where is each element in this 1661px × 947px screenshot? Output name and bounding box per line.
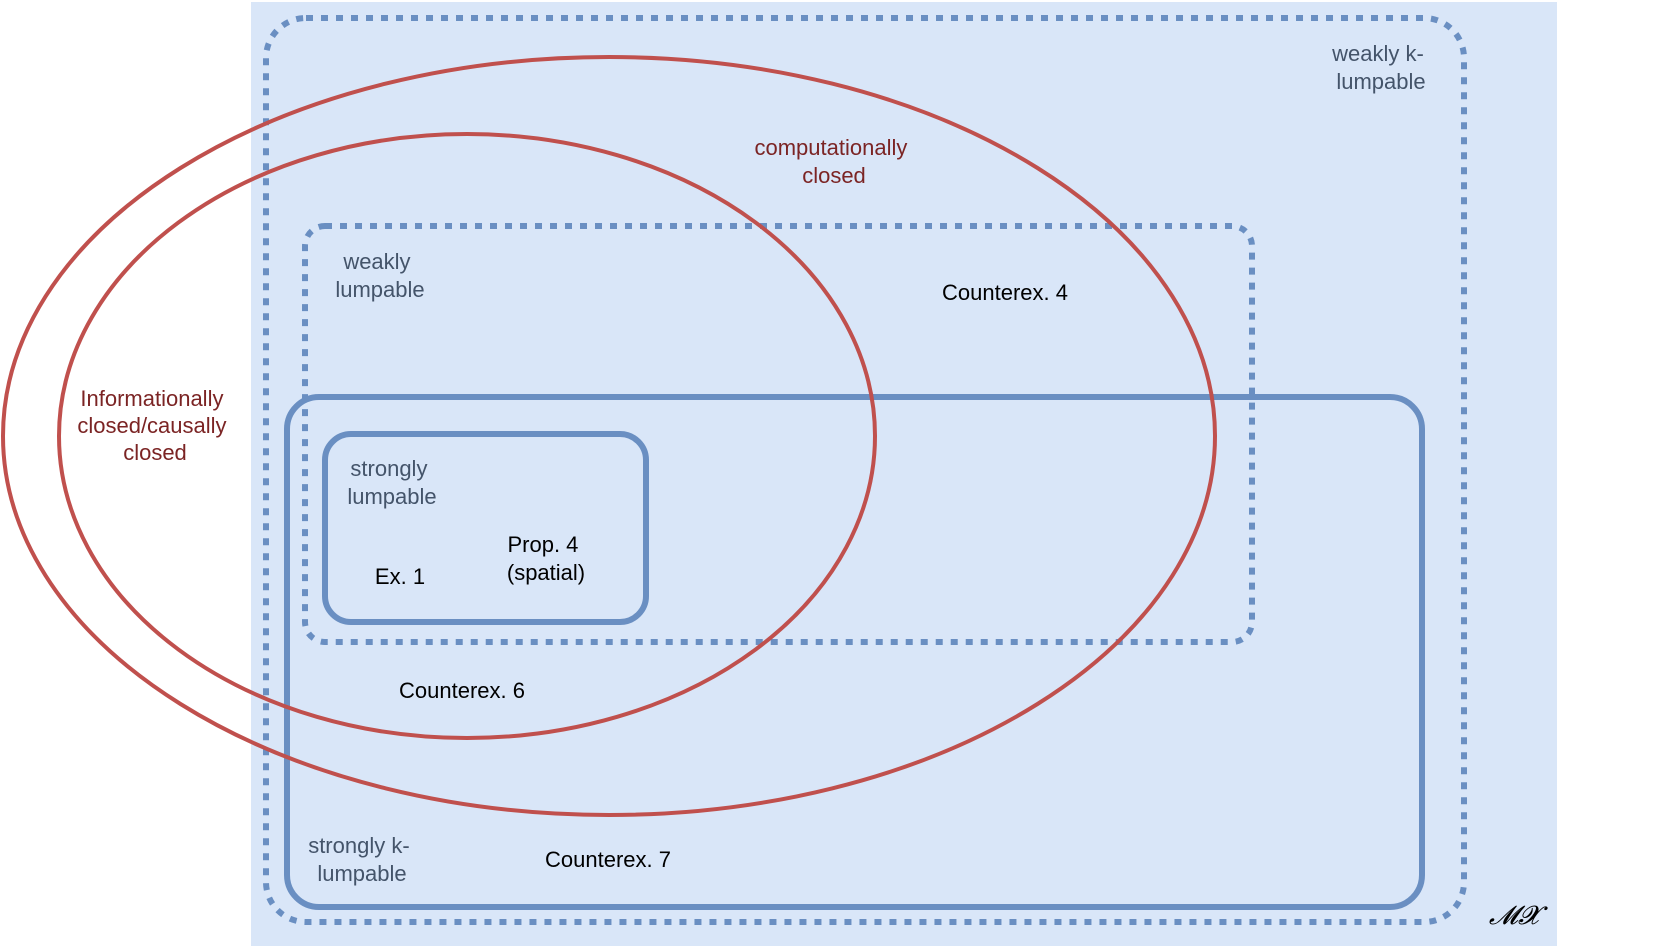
universe-label: 𝓜𝓧 (1489, 901, 1548, 931)
strongly-lumpable-boundary (322, 431, 649, 625)
strongly-k-lumpable-boundary (284, 394, 1425, 910)
counterex-7-label: Counterex. 7 (545, 847, 671, 872)
informationally-closed-label: Informationally closed/causally closed (77, 386, 232, 465)
weakly-k-lumpable-label: weakly k- lumpable (1331, 41, 1430, 94)
strongly-lumpable-label: strongly lumpable (347, 456, 436, 509)
counterex-4-label: Counterex. 4 (942, 280, 1068, 305)
weakly-lumpable-boundary (302, 223, 1255, 645)
prop-4-label: Prop. 4 (spatial) (507, 532, 585, 585)
counterex-6-label: Counterex. 6 (399, 678, 525, 703)
computationally-closed-label: computationally closed (755, 135, 914, 188)
ex-1-label: Ex. 1 (375, 564, 425, 589)
weakly-k-lumpable-boundary (263, 15, 1467, 925)
strongly-k-lumpable-label: strongly k- lumpable (308, 833, 416, 886)
universe-box (251, 2, 1557, 946)
computationally-closed-ellipse (1, 55, 1217, 817)
weakly-lumpable-label: weakly lumpable (335, 249, 424, 302)
informationally-closed-ellipse (57, 132, 877, 740)
